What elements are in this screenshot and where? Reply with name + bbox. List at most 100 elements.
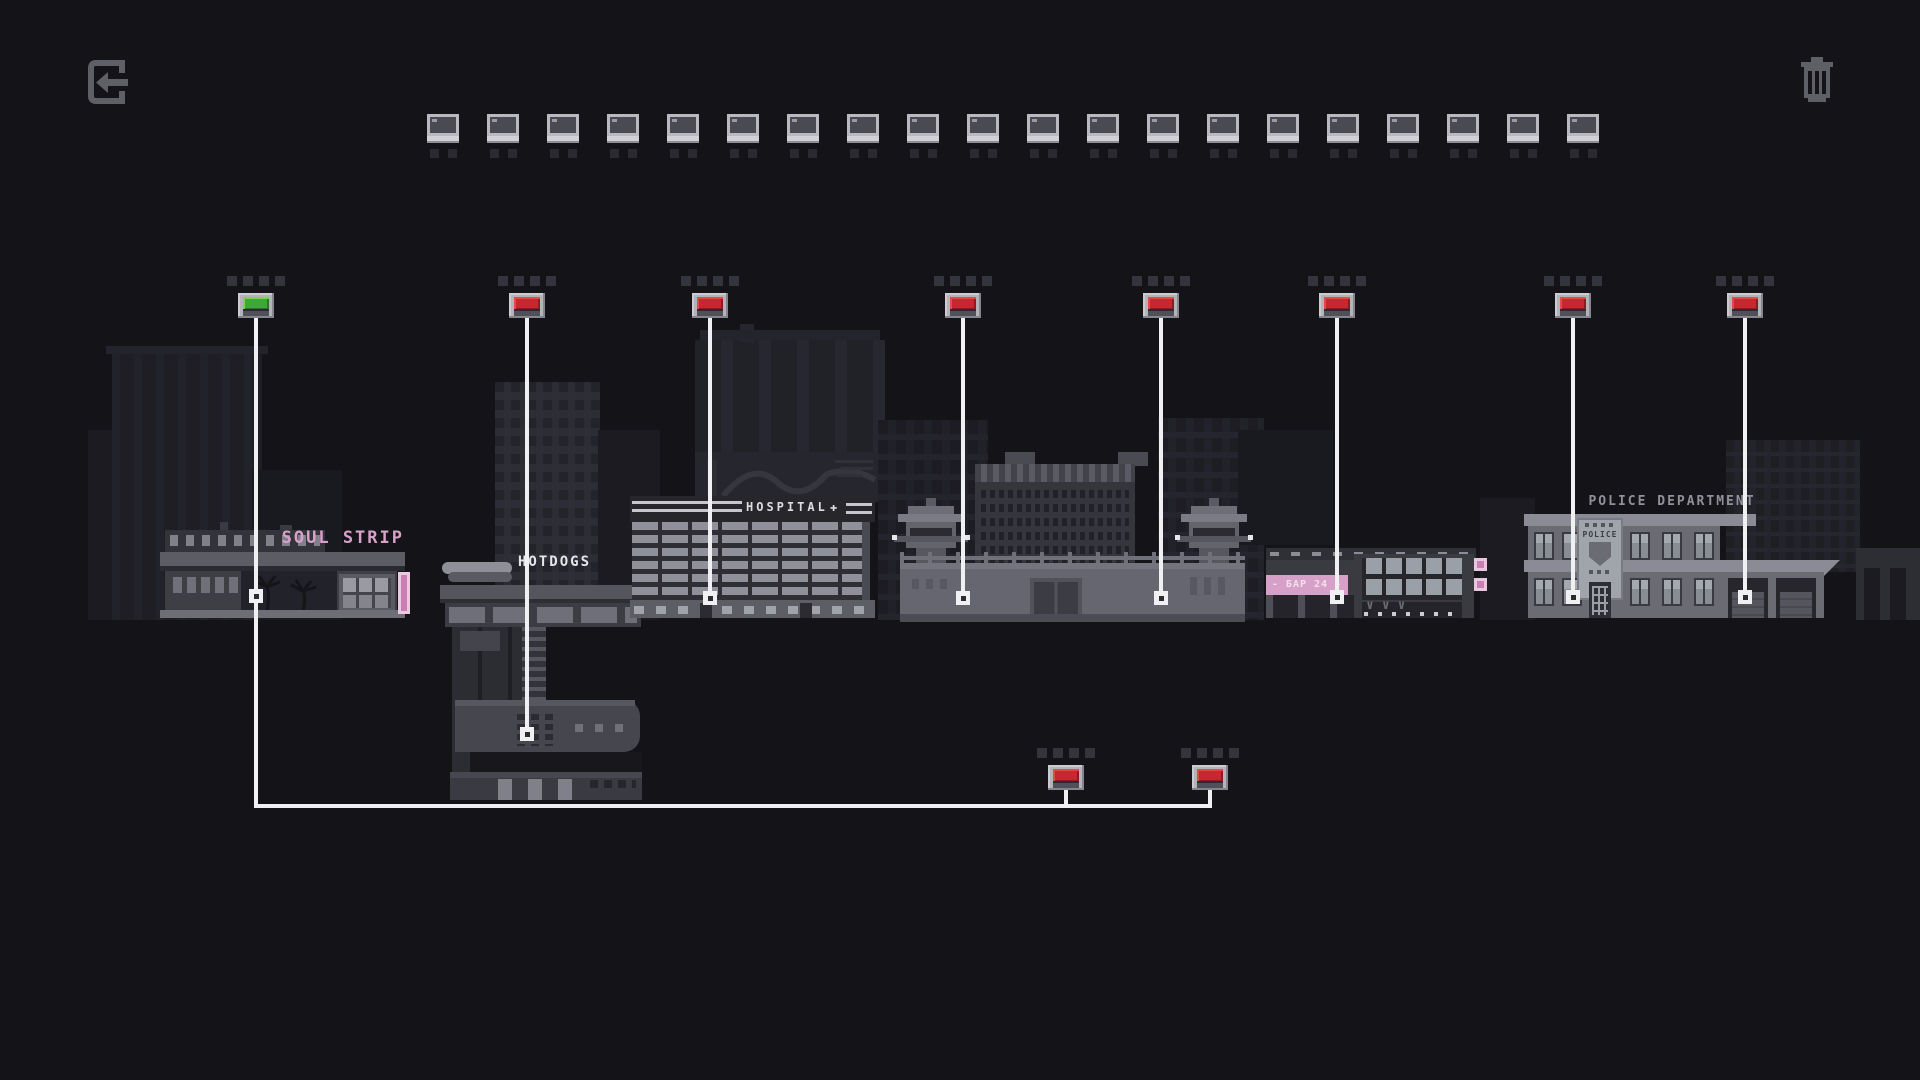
computer-keys [1449, 149, 1477, 158]
switch-fort-right[interactable] [1143, 293, 1179, 318]
computer-icon[interactable] [727, 114, 759, 158]
searchlight [965, 535, 970, 540]
computer-monitor [1567, 114, 1599, 136]
wire-connector-police[interactable] [1566, 590, 1580, 604]
computer-icon[interactable] [1267, 114, 1299, 158]
skyline-tower-ledge [106, 346, 268, 354]
door [700, 603, 712, 618]
computer-icon[interactable] [847, 114, 879, 158]
switch-lower-right[interactable] [1192, 765, 1228, 790]
switch-pins [498, 276, 556, 286]
roof-box [165, 530, 325, 552]
wire-connector-hospital[interactable] [703, 591, 717, 605]
roof-vent [1118, 452, 1148, 466]
computer-icon[interactable] [1387, 114, 1419, 158]
computer-monitor [487, 114, 519, 136]
switch-pins [681, 276, 739, 286]
computer-keys [789, 149, 817, 158]
roof-vent [220, 522, 228, 530]
computer-base [727, 136, 759, 143]
searchlight [892, 535, 897, 540]
computer-base [787, 136, 819, 143]
computer-base [547, 136, 579, 143]
wire-connector-soul-strip[interactable] [249, 589, 263, 603]
switch-soul-strip[interactable] [238, 293, 274, 318]
switch-pins [1132, 276, 1190, 286]
switch-pins [1544, 276, 1602, 286]
computer-monitor [607, 114, 639, 136]
pillar [558, 779, 572, 800]
computer-icon[interactable] [1207, 114, 1239, 158]
switch-pins [934, 276, 992, 286]
computer-keys [1089, 149, 1117, 158]
computer-base [1147, 136, 1179, 143]
wire-connector-fort-right[interactable] [1154, 591, 1168, 605]
pillar [528, 779, 542, 800]
computer-icon[interactable] [427, 114, 459, 158]
floor-stripes [632, 522, 870, 600]
wire-connector-bar[interactable] [1330, 590, 1344, 604]
computer-icon[interactable] [1147, 114, 1179, 158]
computer-icon[interactable] [547, 114, 579, 158]
computer-base [607, 136, 639, 143]
mini-sign [1474, 578, 1487, 591]
computer-monitor [1087, 114, 1119, 136]
switch-hotdogs[interactable] [509, 293, 545, 318]
switch-pins [1037, 748, 1095, 758]
switch-garage[interactable] [1727, 293, 1763, 318]
computer-icon[interactable] [1027, 114, 1059, 158]
computer-keys [489, 149, 517, 158]
trash-button[interactable] [1798, 56, 1836, 104]
computer-icon[interactable] [1567, 114, 1599, 158]
computer-icon[interactable] [1447, 114, 1479, 158]
computer-monitor [427, 114, 459, 136]
switch-pins [1308, 276, 1366, 286]
computer-monitor [847, 114, 879, 136]
computer-monitor [1327, 114, 1359, 136]
wire-connector-garage[interactable] [1738, 590, 1752, 604]
wall-texture [1190, 577, 1230, 595]
window-row [173, 577, 239, 593]
switch-bar[interactable] [1319, 293, 1355, 318]
computer-monitor [787, 114, 819, 136]
exit-button[interactable] [86, 58, 132, 106]
computer-base [847, 136, 879, 143]
band-stripes-left [632, 501, 742, 517]
computer-base [487, 136, 519, 143]
computer-monitor [667, 114, 699, 136]
palm-trees [254, 575, 317, 611]
computer-icon[interactable] [1327, 114, 1359, 158]
switch-fort-left[interactable] [945, 293, 981, 318]
roof-vent [1005, 452, 1035, 466]
wire-connector-fort-left[interactable] [956, 591, 970, 605]
awning [160, 552, 405, 566]
entrance-door [1589, 582, 1611, 618]
computer-icon[interactable] [907, 114, 939, 158]
computer-icon[interactable] [1507, 114, 1539, 158]
roof-windows [170, 535, 320, 546]
garage-door [1780, 592, 1812, 618]
base-floor [630, 600, 875, 618]
computer-icon[interactable] [607, 114, 639, 158]
switch-hospital[interactable] [692, 293, 728, 318]
switch-lower-left[interactable] [1048, 765, 1084, 790]
switch-police[interactable] [1555, 293, 1591, 318]
computer-icon[interactable] [967, 114, 999, 158]
computer-icon[interactable] [667, 114, 699, 158]
gate [1030, 578, 1082, 618]
police-main [1528, 526, 1720, 618]
computer-row [427, 114, 1599, 158]
computer-base [1087, 136, 1119, 143]
computer-keys [969, 149, 997, 158]
computer-base [1387, 136, 1419, 143]
computer-monitor [1507, 114, 1539, 136]
computer-monitor [1147, 114, 1179, 136]
computer-icon[interactable] [1087, 114, 1119, 158]
wire-connector-hotdogs[interactable] [520, 727, 534, 741]
roof-vent [280, 525, 292, 530]
computer-icon[interactable] [787, 114, 819, 158]
porthole-row [575, 724, 629, 732]
computer-icon[interactable] [487, 114, 519, 158]
hospital-sign: HOSPITAL [746, 500, 828, 514]
